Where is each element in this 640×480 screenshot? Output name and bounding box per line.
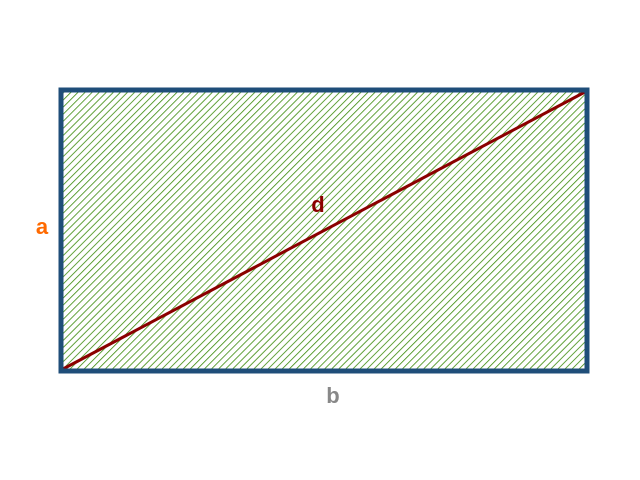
rectangle-border xyxy=(58,87,590,374)
diagonal-line xyxy=(61,90,587,371)
diagonal-d-label: d xyxy=(311,192,324,217)
side-a-label: a xyxy=(36,214,49,239)
side-b-label: b xyxy=(326,383,339,408)
